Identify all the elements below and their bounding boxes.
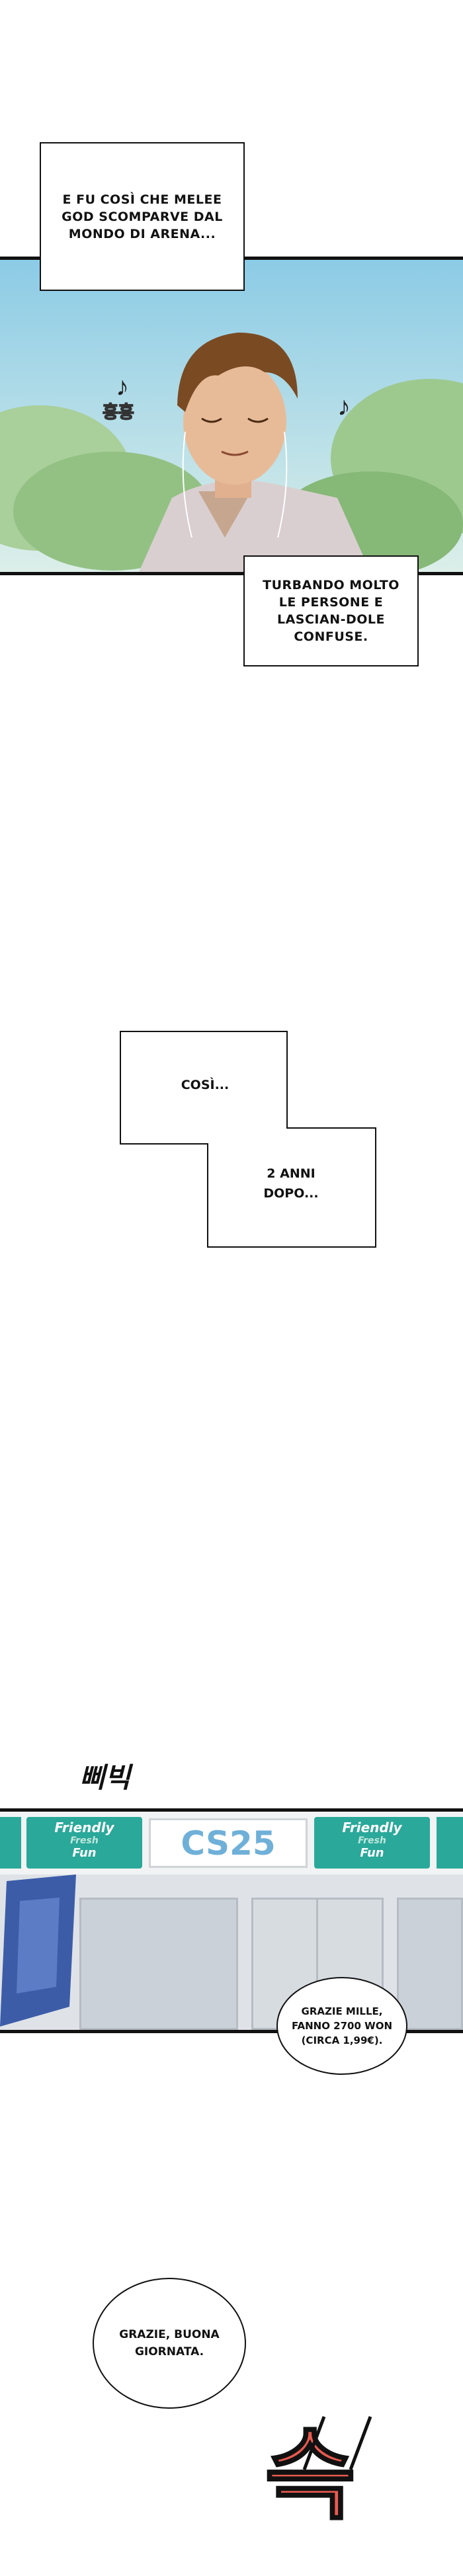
store-sign-edge-right [437,1817,463,1869]
svg-text:♪: ♪ [337,392,351,421]
store-sign-right: Friendly Fresh Fun [314,1817,430,1869]
swoosh-lines [302,2416,372,2470]
humming-sfx: 흥흥 [102,402,134,423]
narration-so: COSÌ... [181,1078,230,1092]
store-logo: CS25 [181,1824,276,1863]
store-window-left [79,1898,238,2030]
svg-text:♪: ♪ [116,372,129,401]
store-door-divider [316,1898,318,2030]
stepped-narration-frame [120,1031,376,1248]
clerk-speech-bubble: GRAZIE MILLE, FANNO 2700 WON (CIRCA 1,99… [276,1977,407,2075]
store-sign-left: Friendly Fresh Fun [26,1817,142,1869]
store-window-right [397,1898,463,2030]
store-logo-panel: CS25 [149,1818,308,1868]
narration-box-2: TURBANDO MOLTO LE PERSONE E LASCIAN-DOLE… [243,555,419,666]
narration-box-1: E FU COSÌ CHE MELEE GOD SCOMPARVE DAL MO… [40,142,245,291]
store-blue-banner [0,1874,76,2027]
park-scene-illustration: ♪ ♪ [0,260,463,572]
panel-park-scene: ♪ ♪ 흥흥 [0,257,463,575]
swoosh-sfx: 슥 [263,2419,357,2534]
beep-sfx: 삐빅 [79,1761,131,1794]
narration-two-years-later: 2 ANNI DOPO... [263,1166,319,1201]
customer-speech-bubble: GRAZIE, BUONA GIORNATA. [93,2278,246,2409]
store-sign-edge-left [0,1817,21,1869]
